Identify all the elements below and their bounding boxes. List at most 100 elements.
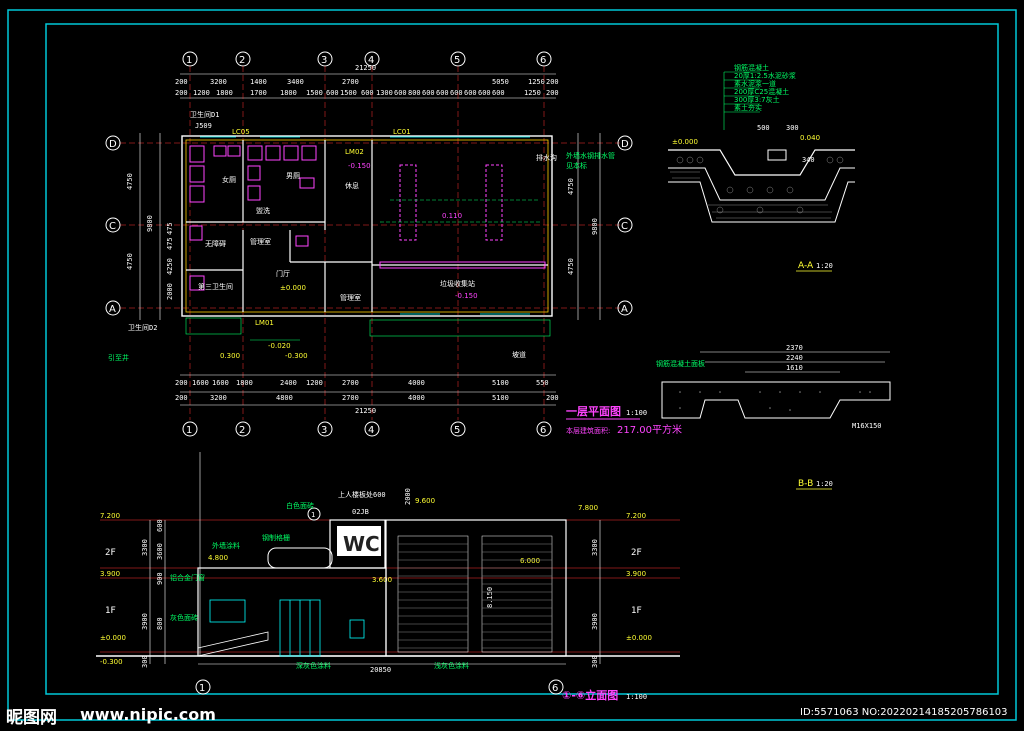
svg-text:上人楼板处600: 上人楼板处600	[338, 490, 386, 499]
dims-top-row1: 200 3200 1400 3400 2700 5050 1250 200	[175, 78, 559, 86]
svg-text:5050: 5050	[492, 78, 509, 86]
svg-text:3: 3	[321, 425, 327, 436]
watermark-id: ID:5571063 NO:20220214185205786103	[800, 707, 1008, 718]
svg-text:2000: 2000	[404, 488, 412, 505]
svg-text:1250: 1250	[524, 89, 541, 97]
room-lobby: 门厅	[276, 269, 290, 278]
svg-text:4000: 4000	[408, 394, 425, 402]
svg-text:4750: 4750	[567, 258, 575, 275]
svg-text:6.000: 6.000	[520, 557, 540, 565]
svg-text:2700: 2700	[342, 379, 359, 387]
svg-text:2000: 2000	[166, 283, 174, 300]
svg-text:0.040: 0.040	[800, 134, 820, 142]
svg-text:600: 600	[326, 89, 339, 97]
plan-notes: 外墙水钢排水管 见本标 引至井	[108, 151, 615, 362]
svg-text:铝合金门窗: 铝合金门窗	[170, 573, 205, 582]
svg-text:200: 200	[175, 78, 188, 86]
svg-text:0.300: 0.300	[220, 352, 240, 360]
svg-text:1500: 1500	[306, 89, 323, 97]
area-label: 本层建筑面积:	[566, 426, 610, 435]
room-accessible: 无障碍	[205, 239, 226, 248]
svg-text:A: A	[621, 304, 628, 315]
svg-text:钢筋混凝土: 钢筋混凝土	[734, 63, 769, 72]
svg-text:7.200: 7.200	[626, 512, 646, 520]
aa-scale: 1:20	[816, 262, 833, 270]
axis-2-top: 2	[235, 51, 251, 67]
svg-text:600: 600	[422, 89, 435, 97]
svg-text:600: 600	[478, 89, 491, 97]
svg-text:见本标: 见本标	[566, 161, 587, 170]
svg-text:200: 200	[546, 89, 559, 97]
svg-text:6: 6	[552, 683, 558, 694]
svg-text:1600: 1600	[212, 379, 229, 387]
svg-text:475: 475	[166, 222, 174, 235]
elev-lower-block	[197, 567, 387, 657]
svg-text:5100: 5100	[492, 379, 509, 387]
svg-text:9.600: 9.600	[415, 497, 435, 505]
svg-text:D: D	[621, 139, 629, 150]
aa-title: A-A	[798, 261, 814, 271]
svg-text:600: 600	[436, 89, 449, 97]
elev-dims-left: 3300 3900 3600 600 900 300 800 2000	[141, 488, 412, 668]
room-manager: 管理室	[340, 293, 361, 302]
section-a-a: 钢筋混凝土 20厚1:2.5水泥砂浆 素水泥浆一道 200厚C25混凝土 300…	[668, 63, 855, 272]
toilet-d1-label: 卫生间D1	[190, 110, 219, 119]
axis-label: 4	[368, 55, 374, 66]
svg-text:-0.150: -0.150	[455, 292, 478, 300]
svg-text:02JB: 02JB	[352, 508, 369, 516]
svg-text:9800: 9800	[146, 215, 154, 232]
svg-text:3300: 3300	[591, 539, 599, 556]
svg-text:4000: 4000	[408, 379, 425, 387]
area-value: 217.00平方米	[617, 423, 682, 436]
svg-text:1: 1	[186, 425, 192, 436]
svg-text:1610: 1610	[786, 364, 803, 372]
svg-text:M16X150: M16X150	[852, 422, 882, 430]
elevation-scale: 1:100	[626, 693, 647, 701]
svg-text:600: 600	[492, 89, 505, 97]
svg-text:素土夯实: 素土夯实	[734, 103, 762, 112]
svg-text:4750: 4750	[126, 173, 134, 190]
svg-text:200: 200	[175, 89, 188, 97]
svg-text:D: D	[109, 139, 117, 150]
door-code: LM02	[345, 148, 364, 156]
svg-text:2700: 2700	[342, 394, 359, 402]
room-manager-2: 管理室	[250, 237, 271, 246]
svg-text:1700: 1700	[250, 89, 267, 97]
svg-text:1: 1	[311, 511, 315, 519]
outer-frame	[7, 9, 1017, 721]
svg-text:3900: 3900	[141, 613, 149, 630]
svg-text:3900: 3900	[591, 613, 599, 630]
room-men: 男厕	[286, 172, 300, 180]
svg-text:C: C	[109, 221, 116, 232]
elev-windows	[209, 599, 365, 657]
svg-text:钢制格栅: 钢制格栅	[262, 533, 290, 542]
svg-text:600: 600	[450, 89, 463, 97]
svg-text:4: 4	[368, 425, 374, 436]
svg-text:素水泥浆一道: 素水泥浆一道	[734, 79, 776, 88]
svg-text:900: 900	[156, 572, 164, 585]
svg-text:200: 200	[546, 394, 559, 402]
axis-1-top: 1	[182, 51, 198, 67]
svg-text:2240: 2240	[786, 354, 803, 362]
svg-text:4750: 4750	[567, 178, 575, 195]
svg-text:1800: 1800	[280, 89, 297, 97]
elevation: 3300 3900 3600 600 900 300 800 2000 7.20…	[96, 452, 680, 702]
detail-ref: J509	[195, 122, 212, 130]
svg-text:1200: 1200	[193, 89, 210, 97]
svg-text:-0.150: -0.150	[348, 162, 371, 170]
total-width-bottom: 21250	[355, 407, 376, 415]
svg-text:7.200: 7.200	[100, 512, 120, 520]
svg-text:3400: 3400	[287, 78, 304, 86]
plan-axes-side: D C A D C A	[105, 135, 633, 316]
svg-text:±0.000: ±0.000	[280, 284, 306, 292]
svg-text:1300: 1300	[376, 89, 393, 97]
svg-text:500: 500	[757, 124, 770, 132]
svg-text:5100: 5100	[492, 394, 509, 402]
svg-text:1F: 1F	[105, 606, 116, 616]
svg-text:1F: 1F	[631, 606, 642, 616]
svg-text:1250: 1250	[528, 78, 545, 86]
window-code: LC01	[393, 128, 411, 136]
svg-text:浅灰色涂料: 浅灰色涂料	[434, 661, 469, 670]
axis-label: 2	[239, 55, 245, 66]
